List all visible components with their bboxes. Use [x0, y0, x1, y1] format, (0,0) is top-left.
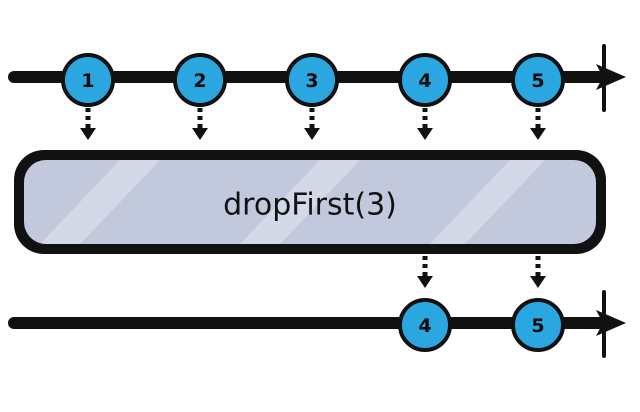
input-marble-2-label: 2: [193, 70, 206, 92]
output-arrows: [417, 256, 546, 288]
output-timeline: [8, 290, 626, 358]
input-marble-3-label: 3: [305, 70, 318, 92]
output-marble-4: 4: [398, 298, 452, 352]
input-arrow-4: [417, 108, 433, 140]
input-marble-2: 2: [173, 53, 227, 107]
input-marble-1-label: 1: [81, 70, 94, 92]
input-arrow-2: [192, 108, 208, 140]
operator-box-sheen: [40, 160, 545, 244]
input-marble-3: 3: [285, 53, 339, 107]
output-arrow-4: [417, 256, 433, 288]
input-arrows: [80, 108, 546, 140]
input-marble-4-label: 4: [418, 70, 431, 92]
output-arrow-5: [530, 256, 546, 288]
operator-box: dropFirst(3): [14, 150, 606, 254]
input-marble-5: 5: [511, 53, 565, 107]
output-marble-4-label: 4: [418, 315, 431, 337]
input-arrow-1: [80, 108, 96, 140]
input-marble-4: 4: [398, 53, 452, 107]
output-marble-5: 5: [511, 298, 565, 352]
input-marble-1: 1: [61, 53, 115, 107]
operator-label: dropFirst(3): [223, 188, 397, 223]
input-arrow-3: [304, 108, 320, 140]
input-marble-5-label: 5: [531, 70, 544, 92]
output-marble-5-label: 5: [531, 315, 544, 337]
input-arrow-5: [530, 108, 546, 140]
